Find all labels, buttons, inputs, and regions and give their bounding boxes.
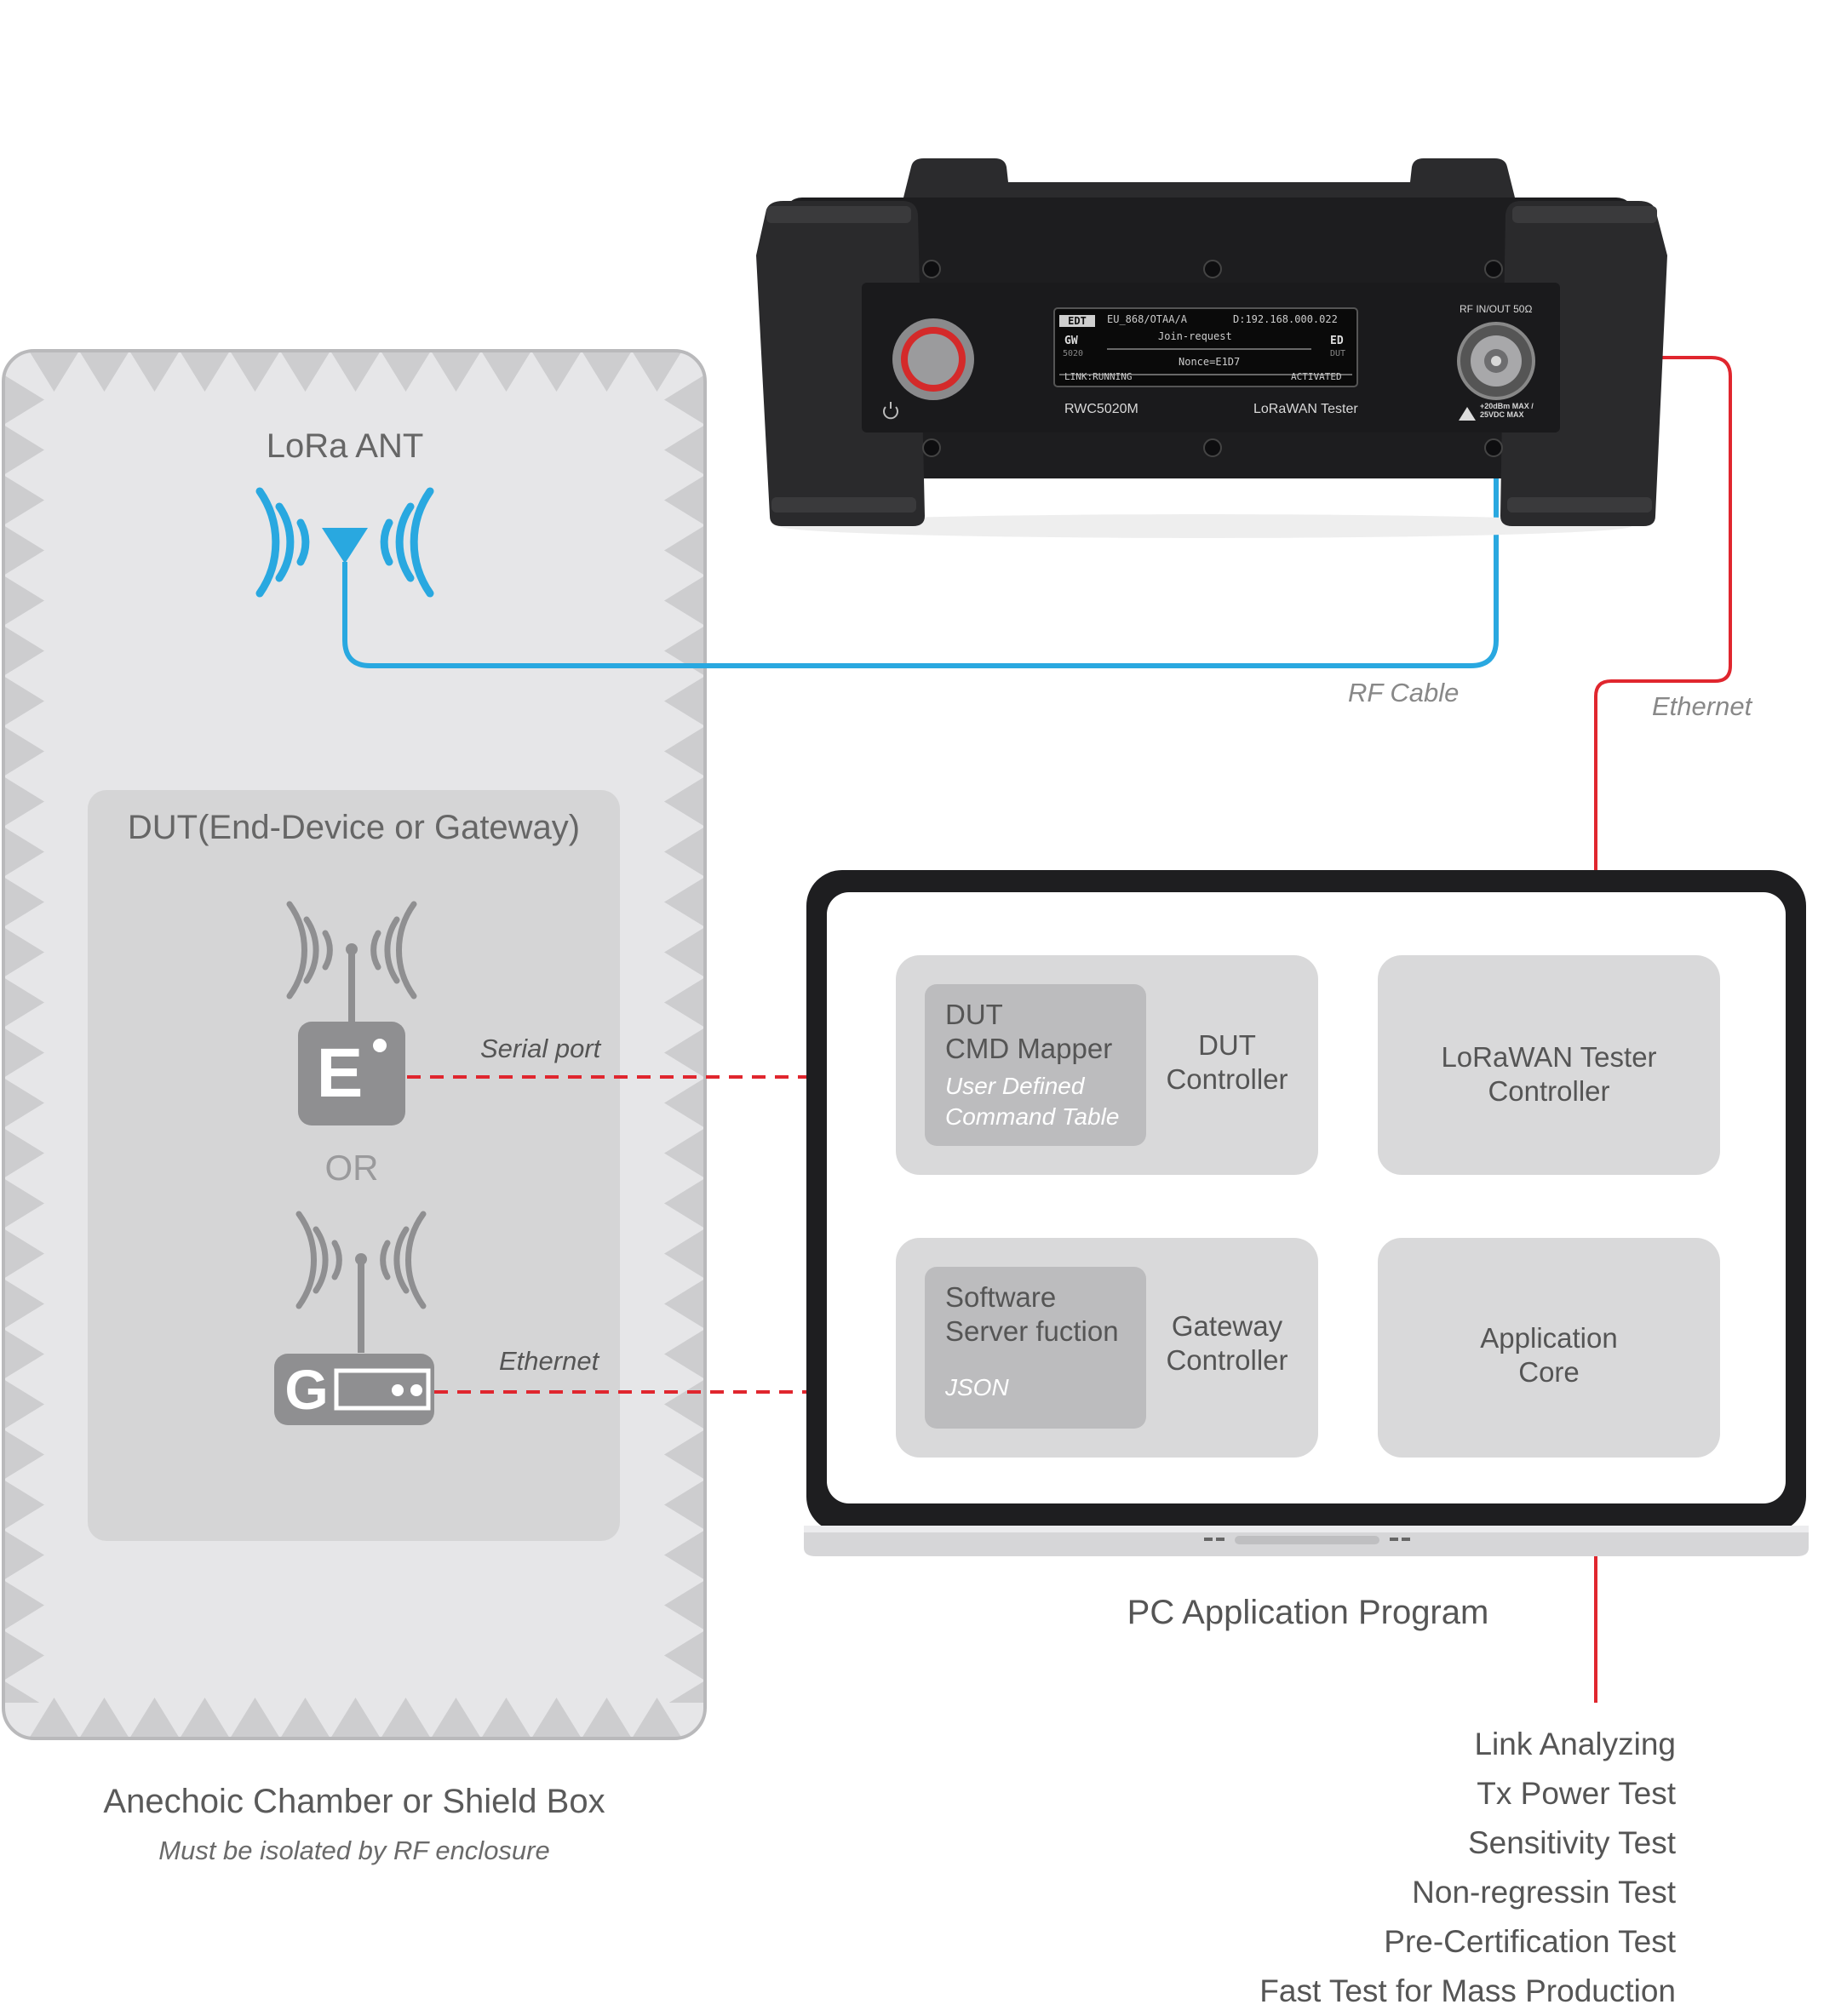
- software-server-italic: JSON: [945, 1374, 1009, 1400]
- device-name: LoRaWAN Tester: [1253, 402, 1358, 416]
- end-device-letter: E: [316, 1034, 364, 1112]
- screen-left-tag: GW: [1064, 335, 1078, 347]
- dut-cmd-mapper-line2: CMD Mapper: [945, 1033, 1113, 1064]
- dut-cmd-mapper-title: DUT CMD Mapper: [945, 998, 1112, 1066]
- screen-right-sub: DUT: [1330, 349, 1346, 358]
- dut-controller-label: DUT Controller: [1155, 1028, 1299, 1097]
- screen-ip: D:192.168.000.022: [1233, 313, 1338, 325]
- serial-port-label: Serial port: [480, 1034, 601, 1063]
- chamber-subtitle: Must be isolated by RF enclosure: [158, 1836, 550, 1865]
- screen-logo: EDT: [1068, 315, 1087, 327]
- tester-controller-block: [1378, 955, 1720, 1175]
- gateway-letter: G: [284, 1358, 329, 1421]
- software-server-title: Software Server fuction: [945, 1280, 1119, 1349]
- app-core-line2: Core: [1518, 1356, 1580, 1388]
- gateway-controller-label: Gateway Controller: [1155, 1309, 1299, 1377]
- dut-controller-line1: DUT: [1198, 1029, 1256, 1061]
- screen-message: Join-request: [1158, 330, 1232, 342]
- ethernet-tester-label: Ethernet: [1652, 691, 1752, 721]
- rf-warning: +20dBm MAX / 25VDC MAX: [1480, 402, 1534, 419]
- screen-right-tag: ED: [1330, 335, 1344, 347]
- tests-list: Link Analyzing Tx Power Test Sensitivity…: [1175, 1720, 1676, 2016]
- software-server-block: [925, 1267, 1146, 1429]
- lora-antenna-icon: [255, 487, 434, 598]
- app-core-line1: Application: [1480, 1322, 1618, 1354]
- dut-cmd-mapper-italic: User Defined Command Table: [945, 1071, 1119, 1132]
- ethernet-gateway-label: Ethernet: [499, 1346, 599, 1376]
- app-core-label: Application Core: [1378, 1321, 1720, 1389]
- test-item: Link Analyzing: [1474, 1727, 1676, 1761]
- dut-box: [88, 790, 620, 1541]
- dut-cmd-mapper-italic2: Command Table: [945, 1103, 1120, 1130]
- tester-controller-label: LoRaWAN Tester Controller: [1378, 1040, 1720, 1108]
- chamber-title: Anechoic Chamber or Shield Box: [103, 1783, 605, 1820]
- pc-caption: PC Application Program: [1127, 1594, 1489, 1631]
- device-model: RWC5020M: [1064, 402, 1138, 416]
- gateway-controller-line2: Controller: [1166, 1344, 1288, 1376]
- tester-controller-line2: Controller: [1488, 1075, 1610, 1107]
- dut-cmd-mapper-line1: DUT: [945, 999, 1003, 1030]
- app-core-block: [1378, 1238, 1720, 1458]
- test-item: Pre-Certification Test: [1384, 1924, 1676, 1959]
- screen-left-sub: 5020: [1063, 349, 1084, 358]
- lora-ant-label: LoRa ANT: [266, 427, 424, 465]
- screen-state: ACTIVATED: [1291, 371, 1342, 382]
- end-device-icon: [286, 901, 417, 1125]
- ethernet-tester-line: [1594, 356, 1732, 955]
- or-label: OR: [324, 1148, 379, 1188]
- screen-band: EU_868/OTAA/A: [1107, 313, 1187, 325]
- software-server-line2: Server fuction: [945, 1315, 1119, 1347]
- lorawan-tester-device: [756, 158, 1667, 538]
- screen-nonce: Nonce=E1D7: [1179, 356, 1241, 368]
- test-item: Sensitivity Test: [1467, 1825, 1676, 1860]
- screen-link: LINK:RUNNING: [1064, 371, 1133, 382]
- test-item: Fast Test for Mass Production: [1259, 1973, 1676, 2008]
- dut-controller-line2: Controller: [1166, 1063, 1288, 1095]
- gateway-icon: [274, 1211, 434, 1425]
- dut-cmd-mapper-italic1: User Defined: [945, 1073, 1085, 1099]
- tester-controller-line1: LoRaWAN Tester: [1441, 1041, 1657, 1073]
- rf-cable-label: RF Cable: [1348, 678, 1460, 707]
- test-item: Non-regressin Test: [1412, 1875, 1676, 1910]
- rf-cable-line: [342, 390, 1499, 668]
- gateway-controller-line1: Gateway: [1171, 1310, 1283, 1342]
- dut-cmd-mapper-block: [925, 984, 1146, 1146]
- rf-port-label: RF IN/OUT 50Ω: [1460, 303, 1533, 315]
- test-item: Tx Power Test: [1477, 1776, 1676, 1811]
- software-server-line1: Software: [945, 1281, 1057, 1313]
- dut-title: DUT(End-Device or Gateway): [127, 809, 581, 846]
